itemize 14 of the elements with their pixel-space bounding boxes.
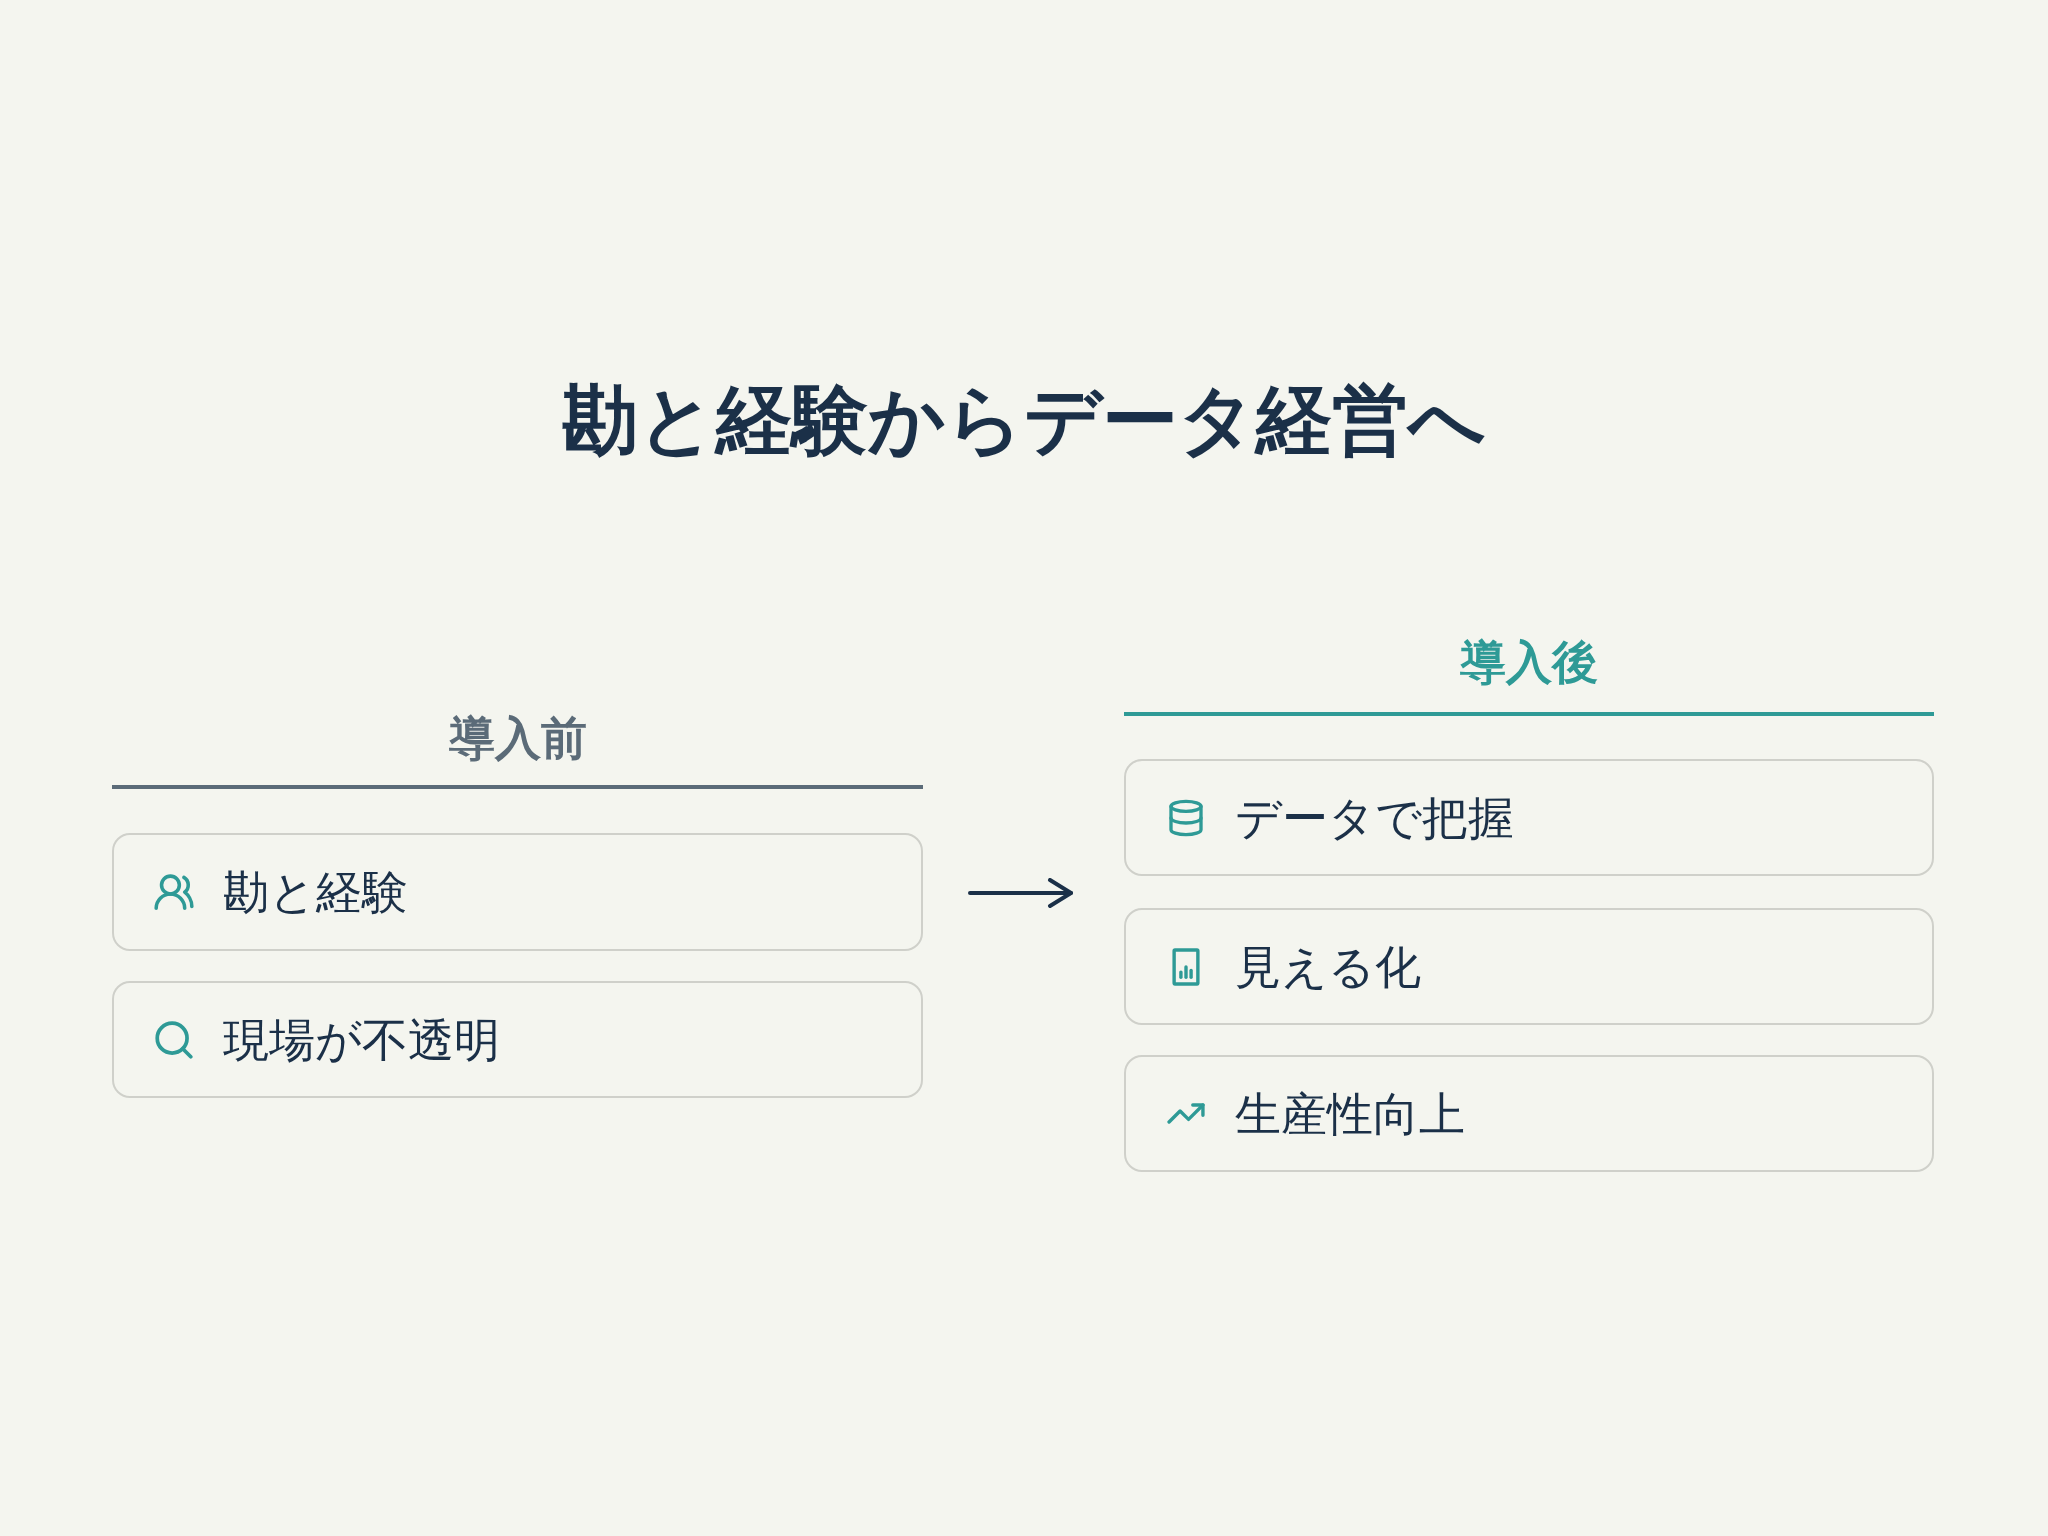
item-label: データで把握	[1235, 789, 1514, 847]
item-label: 見える化	[1235, 938, 1421, 996]
item-card	[1124, 759, 1934, 876]
item-label: 現場が不透明	[223, 1011, 500, 1069]
item-card	[112, 833, 923, 951]
diagram-title: 勘と経験からデータ経営へ	[562, 374, 1486, 466]
item-card	[1124, 908, 1934, 1025]
column-heading: 導入前	[112, 705, 923, 789]
column-heading: 導入後	[1124, 627, 1934, 716]
arrow	[968, 878, 1073, 908]
item-card	[112, 981, 923, 1098]
item-label: 生産性向上	[1235, 1085, 1465, 1143]
item-label: 勘と経験	[223, 864, 408, 921]
item-card	[1124, 1055, 1934, 1172]
